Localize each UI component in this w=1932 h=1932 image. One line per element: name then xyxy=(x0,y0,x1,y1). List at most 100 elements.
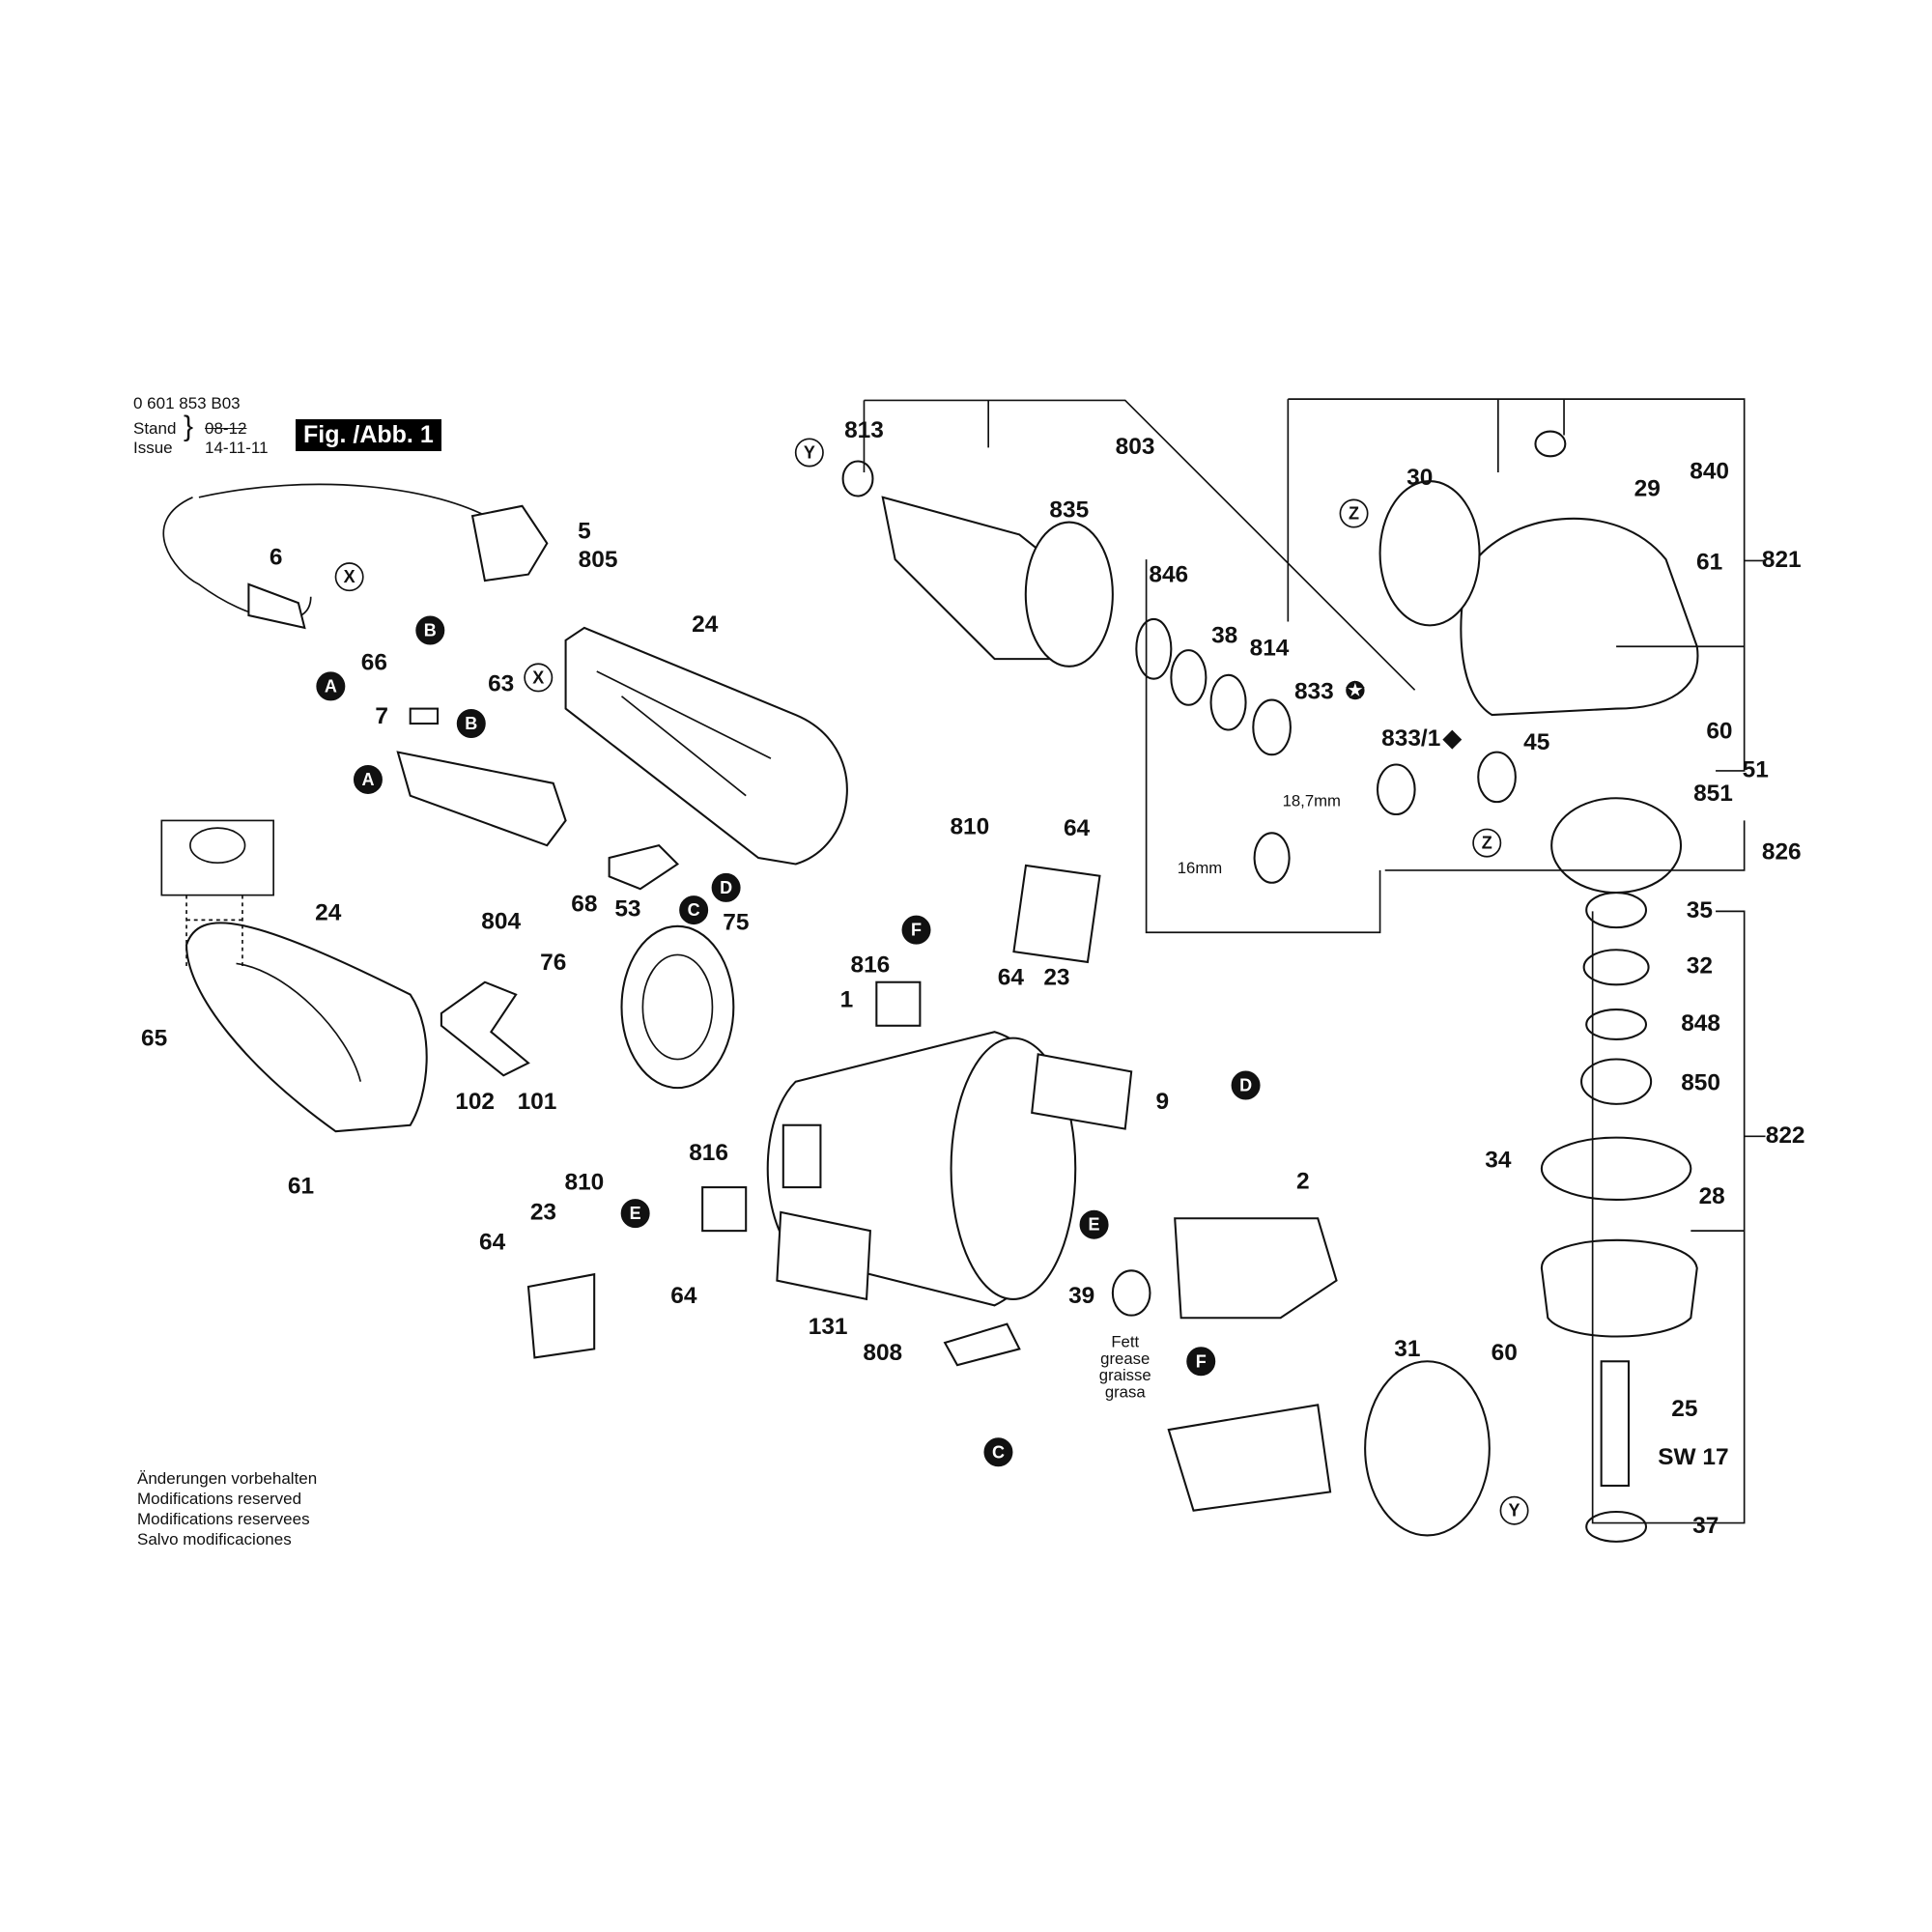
part-label: 848 xyxy=(1681,1010,1720,1037)
part-label: 28 xyxy=(1699,1183,1725,1209)
connector-marker-z: Z xyxy=(1482,834,1492,853)
part-label: 51 xyxy=(1743,756,1769,782)
bearing-38 xyxy=(1209,673,1247,731)
part-label: 846 xyxy=(1149,561,1188,587)
part-label: 131 xyxy=(809,1314,848,1340)
part-label: 30 xyxy=(1406,465,1433,491)
connector-marker-circle xyxy=(1186,1347,1216,1377)
brush-holder-816 xyxy=(701,1186,748,1233)
part-label: 65 xyxy=(141,1025,167,1051)
part-label: 805 xyxy=(579,547,618,573)
connector-marker-circle xyxy=(983,1437,1013,1467)
part-label: 68 xyxy=(571,891,597,917)
part-label: 804 xyxy=(481,908,521,934)
part-label: 60 xyxy=(1706,718,1732,744)
bearing-814 xyxy=(1252,698,1292,756)
connector-marker-a: A xyxy=(361,770,374,789)
footer-note: Modifications reservees xyxy=(137,1510,310,1528)
footer-note: Änderungen vorbehalten xyxy=(137,1469,318,1488)
label-9 xyxy=(1031,1053,1133,1130)
part-label: 64 xyxy=(1064,815,1091,841)
connector-marker-d: D xyxy=(720,878,732,897)
part-label: 9 xyxy=(1156,1089,1170,1115)
part-label: 101 xyxy=(518,1089,557,1115)
part-label: 66 xyxy=(361,650,387,676)
connector-marker-e: E xyxy=(1089,1215,1100,1235)
part-label: 32 xyxy=(1687,953,1713,980)
old-date: 08-12 xyxy=(205,419,247,438)
connector-marker-e: E xyxy=(630,1204,641,1223)
grease-39 xyxy=(1111,1269,1151,1317)
part-label: 61 xyxy=(1696,549,1722,575)
handle-half-bottom xyxy=(185,922,428,1133)
brush-holder-816b xyxy=(875,980,922,1027)
part-label: 64 xyxy=(479,1229,506,1255)
label-131 xyxy=(776,1210,871,1301)
connector-marker-circle xyxy=(1339,498,1369,528)
connector-marker-x: X xyxy=(344,567,355,586)
grease-note-line: grease xyxy=(1100,1350,1150,1368)
footer-note: Modifications reserved xyxy=(137,1490,302,1508)
connector-marker-circle xyxy=(679,895,709,925)
connector-marker-circle xyxy=(901,915,931,945)
connector-marker-circle xyxy=(456,709,486,739)
part-label: 1 xyxy=(840,986,854,1012)
part-label: 76 xyxy=(540,950,566,976)
part-label: 45 xyxy=(1523,729,1549,755)
bearing-813 xyxy=(841,460,874,497)
grease-note-line: grasa xyxy=(1105,1383,1147,1402)
spindle-lock-button xyxy=(1534,430,1567,458)
field-coil xyxy=(1174,1217,1338,1320)
connector-marker-f: F xyxy=(911,921,922,940)
connector-marker-circle xyxy=(353,764,383,794)
end-shield xyxy=(620,924,735,1090)
connector-marker-circle xyxy=(524,663,554,693)
part-label: 833 xyxy=(1294,678,1334,704)
connector-marker-c: C xyxy=(688,900,700,920)
spindle-25 xyxy=(1600,1360,1631,1487)
part-label: 23 xyxy=(1043,964,1069,990)
part-label: 808 xyxy=(863,1340,902,1366)
footer-note: Salvo modificaciones xyxy=(137,1530,292,1548)
connector-marker-y: Y xyxy=(804,443,815,463)
part-label: 2 xyxy=(1296,1168,1310,1194)
part-label: 826 xyxy=(1762,838,1802,865)
switch xyxy=(396,751,567,847)
connector-marker-circle xyxy=(1079,1209,1109,1239)
dimension-label: 16mm xyxy=(1178,859,1222,877)
bearing-flange xyxy=(1540,1238,1698,1338)
circlip-846 xyxy=(1135,617,1173,680)
diamond-symbol: ◆ xyxy=(1442,725,1463,752)
ring-gear-826 xyxy=(1550,797,1683,895)
part-label: 833/1 xyxy=(1381,725,1440,752)
part-label: 851 xyxy=(1693,781,1733,807)
grease-note-line: graisse xyxy=(1099,1366,1151,1384)
part-label: 813 xyxy=(844,417,884,443)
pinion-45 xyxy=(1477,751,1517,804)
brush-cover-23b xyxy=(526,1272,596,1359)
power-cable xyxy=(162,483,498,620)
connector-marker-circle xyxy=(620,1199,650,1229)
part-label: 7 xyxy=(375,703,388,729)
part-number: 0 601 853 B03 xyxy=(133,394,241,412)
plug xyxy=(470,504,549,582)
bearing-833-1 xyxy=(1376,763,1416,816)
part-label: 850 xyxy=(1681,1070,1720,1096)
connector-marker-circle xyxy=(415,615,445,645)
brace: } xyxy=(184,411,194,442)
part-drawings xyxy=(160,398,1766,1543)
connector-marker-f: F xyxy=(1196,1351,1207,1371)
circlip-848 xyxy=(1585,1009,1648,1040)
label-808 xyxy=(943,1322,1021,1367)
part-label: 64 xyxy=(998,964,1025,990)
part-label: 39 xyxy=(1068,1283,1094,1309)
connector-marker-circle xyxy=(1472,828,1502,858)
connector-marker-circle xyxy=(1231,1070,1261,1100)
dimension-label: 18,7mm xyxy=(1283,792,1341,810)
field-coil-lower xyxy=(1167,1404,1332,1512)
wiring-schematic xyxy=(160,819,274,896)
